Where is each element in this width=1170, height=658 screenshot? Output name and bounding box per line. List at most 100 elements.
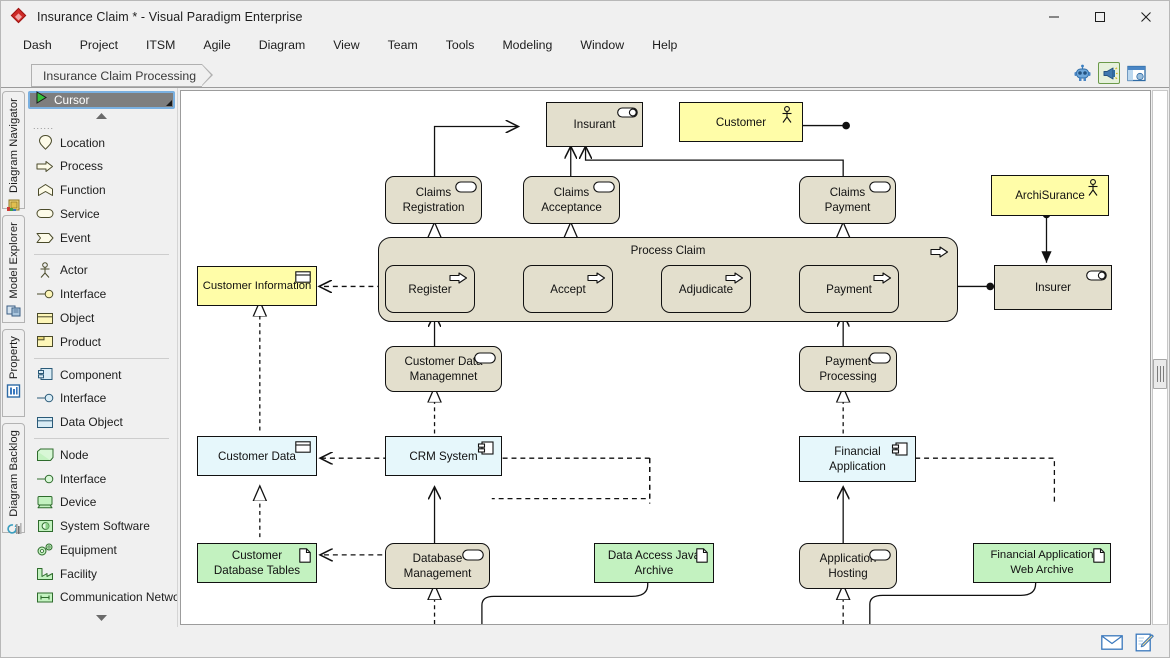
menu-item-itsm[interactable]: ITSM (146, 38, 176, 52)
visual-paradigm-diamond-icon (10, 7, 28, 25)
palette-item-label: Node (60, 447, 89, 462)
diagram-node-adjudicate[interactable]: Adjudicate (661, 265, 751, 313)
diagram-node-customer-data[interactable]: Customer Data (197, 436, 317, 476)
palette-item-technology-interface[interactable]: Interface (26, 467, 177, 491)
system-software-icon (34, 519, 56, 533)
palette-item-facility[interactable]: Facility (26, 562, 177, 586)
palette-scroll-down-arrow-icon[interactable] (26, 609, 177, 627)
palette-item-data-object[interactable]: Data Object (26, 410, 177, 434)
component-icon (891, 442, 909, 462)
menu-item-team[interactable]: Team (387, 38, 418, 52)
diagram-node-customer[interactable]: Customer (679, 102, 803, 142)
node-label: Register (408, 282, 452, 296)
side-tab-property[interactable]: Property (2, 329, 25, 417)
menu-item-window[interactable]: Window (580, 38, 625, 52)
notes-pencil-icon[interactable] (1133, 632, 1155, 652)
service-rounded-icon (593, 181, 615, 197)
diagram-node-accept[interactable]: Accept (523, 265, 613, 313)
palette-item-label: Event (60, 230, 91, 245)
bot-assistant-icon[interactable] (1071, 62, 1093, 84)
node-icon (34, 448, 56, 462)
side-tab-diagram-backlog[interactable]: Diagram Backlog (2, 423, 25, 534)
palette-item-event[interactable]: Event (26, 226, 177, 250)
palette-item-component[interactable]: Component (26, 363, 177, 387)
close-button[interactable] (1123, 1, 1169, 32)
process-arrow-icon (449, 272, 468, 288)
document-tab-label: Insurance Claim Processing (43, 68, 197, 83)
menu-item-view[interactable]: View (333, 38, 360, 52)
palette-item-service[interactable]: Service (26, 202, 177, 226)
diagram-node-crm-system[interactable]: CRM System (385, 436, 502, 476)
palette-item-business-interface[interactable]: Interface (26, 282, 177, 306)
side-tab-label: Diagram Backlog (7, 430, 20, 517)
palette-item-process[interactable]: Process (26, 155, 177, 179)
palette-item-label: Interface (60, 391, 107, 406)
minimize-button[interactable] (1031, 1, 1077, 32)
property-icon (6, 384, 21, 403)
palette-scroll-up-arrow-icon[interactable] (26, 109, 177, 123)
announcement-megaphone-icon[interactable] (1098, 62, 1120, 84)
diagram-node-register[interactable]: Register (385, 265, 475, 313)
diagram-node-customer-information[interactable]: Customer Information (197, 266, 317, 306)
menu-item-tools[interactable]: Tools (445, 38, 475, 52)
palette-item-actor[interactable]: Actor (26, 259, 177, 283)
node-label: Payment (826, 282, 872, 296)
data-object-icon (34, 416, 56, 429)
side-tab-diagram-navigator[interactable]: Diagram Navigator (2, 91, 25, 211)
palette-cursor-tool[interactable]: Cursor (28, 91, 175, 109)
diagram-node-payment[interactable]: Payment (799, 265, 899, 313)
palette-item-system-software[interactable]: System Software (26, 514, 177, 538)
window-title: Insurance Claim * - Visual Paradigm Ente… (37, 9, 303, 24)
palette-item-label: Actor (60, 263, 88, 278)
panel-layout-icon[interactable] (1125, 62, 1147, 84)
message-envelope-icon[interactable] (1101, 632, 1123, 652)
palette-item-device[interactable]: Device (26, 490, 177, 514)
event-pentagon-icon (34, 232, 56, 244)
service-rounded-icon (474, 352, 496, 368)
palette-item-object[interactable]: Object (26, 306, 177, 330)
diagram-node-insurant[interactable]: Insurant (546, 102, 643, 147)
menu-item-help[interactable]: Help (652, 38, 678, 52)
menu-item-modeling[interactable]: Modeling (502, 38, 553, 52)
palette-item-function[interactable]: Function (26, 178, 177, 202)
palette-item-label: Interface (60, 471, 107, 486)
business-object-icon (295, 271, 311, 287)
palette-item-product[interactable]: Product (26, 330, 177, 354)
menu-item-diagram[interactable]: Diagram (258, 38, 306, 52)
diagram-canvas[interactable]: Process Claim Insurant Customer (180, 90, 1151, 625)
facility-icon (34, 567, 56, 581)
diagram-node-archisurance[interactable]: ArchiSurance (991, 175, 1109, 216)
canvas-vertical-scrollbar[interactable] (1152, 90, 1168, 625)
menu-item-agile[interactable]: Agile (203, 38, 231, 52)
maximize-button[interactable] (1077, 1, 1123, 32)
palette-item-communication-network[interactable]: Communication Network (26, 586, 177, 610)
palette-item-application-interface[interactable]: Interface (26, 386, 177, 410)
palette-item-equipment[interactable]: Equipment (26, 538, 177, 562)
document-tab-insurance-claim-processing[interactable]: Insurance Claim Processing (31, 64, 214, 87)
diagram-group-label: Process Claim (630, 244, 706, 257)
palette-item-location[interactable]: Location (26, 131, 177, 155)
menu-item-dash[interactable]: Dash (23, 38, 52, 52)
service-rounded-icon (34, 208, 56, 219)
equipment-gears-icon (34, 542, 56, 557)
component-icon (34, 367, 56, 382)
side-tab-model-explorer[interactable]: Model Explorer (2, 215, 25, 323)
actor-stickman-icon (1086, 179, 1100, 201)
panel-splitter-handle[interactable] (1153, 359, 1167, 389)
diagram-node-insurer[interactable]: Insurer (994, 265, 1112, 310)
menu-item-project[interactable]: Project (79, 38, 118, 52)
palette-item-node[interactable]: Node (26, 443, 177, 467)
